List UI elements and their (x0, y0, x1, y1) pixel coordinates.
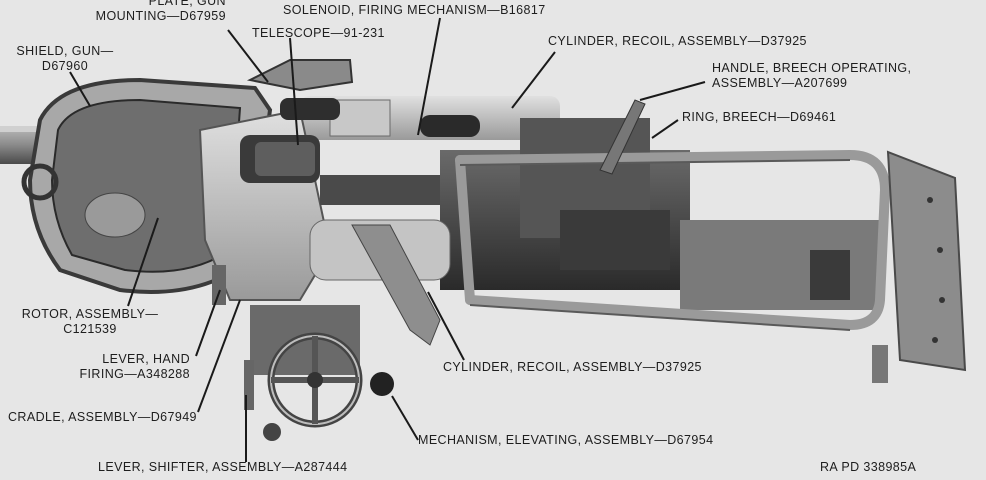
label-solenoid-firing-mechanism: SOLENOID, FIRING MECHANISM—B16817 (283, 3, 546, 17)
label-shield-gun: SHIELD, GUN— D67960 (16, 44, 114, 73)
breech-frame-rails (455, 149, 891, 331)
label-mechanism-elevating: MECHANISM, ELEVATING, ASSEMBLY—D67954 (418, 433, 714, 447)
breech-operating-handle (599, 99, 646, 175)
gun-mounting-plate (246, 59, 354, 92)
label-ring-breech: RING, BREECH—D69461 (682, 110, 837, 124)
label-lever-hand-firing: LEVER, HAND FIRING—A348288 (79, 352, 190, 381)
label-handle-breech-operating: HANDLE, BREECH OPERATING, ASSEMBLY—A2076… (712, 61, 912, 90)
label-telescope: TELESCOPE—91-231 (252, 26, 385, 40)
figure-reference: RA PD 338985A (820, 460, 917, 474)
leader-lines (69, 17, 706, 462)
recoil-cylinder-lower (351, 224, 441, 346)
label-cylinder-recoil-top: CYLINDER, RECOIL, ASSEMBLY—D37925 (548, 34, 807, 48)
label-cylinder-recoil-bottom: CYLINDER, RECOIL, ASSEMBLY—D37925 (443, 360, 702, 374)
elevating-mechanism (250, 305, 394, 441)
breech-housing (440, 118, 880, 310)
end-plate (872, 150, 967, 383)
shifter-lever (244, 360, 254, 410)
hand-firing-lever (212, 265, 226, 305)
label-cradle-assembly: CRADLE, ASSEMBLY—D67949 (8, 410, 197, 424)
label-plate-gun-mounting: PLATE, GUN MOUNTING—D67959 (95, 0, 226, 23)
firing-solenoid (420, 115, 480, 137)
label-rotor-assembly: ROTOR, ASSEMBLY— C121539 (21, 307, 159, 336)
label-lever-shifter: LEVER, SHIFTER, ASSEMBLY—A287444 (98, 460, 348, 474)
